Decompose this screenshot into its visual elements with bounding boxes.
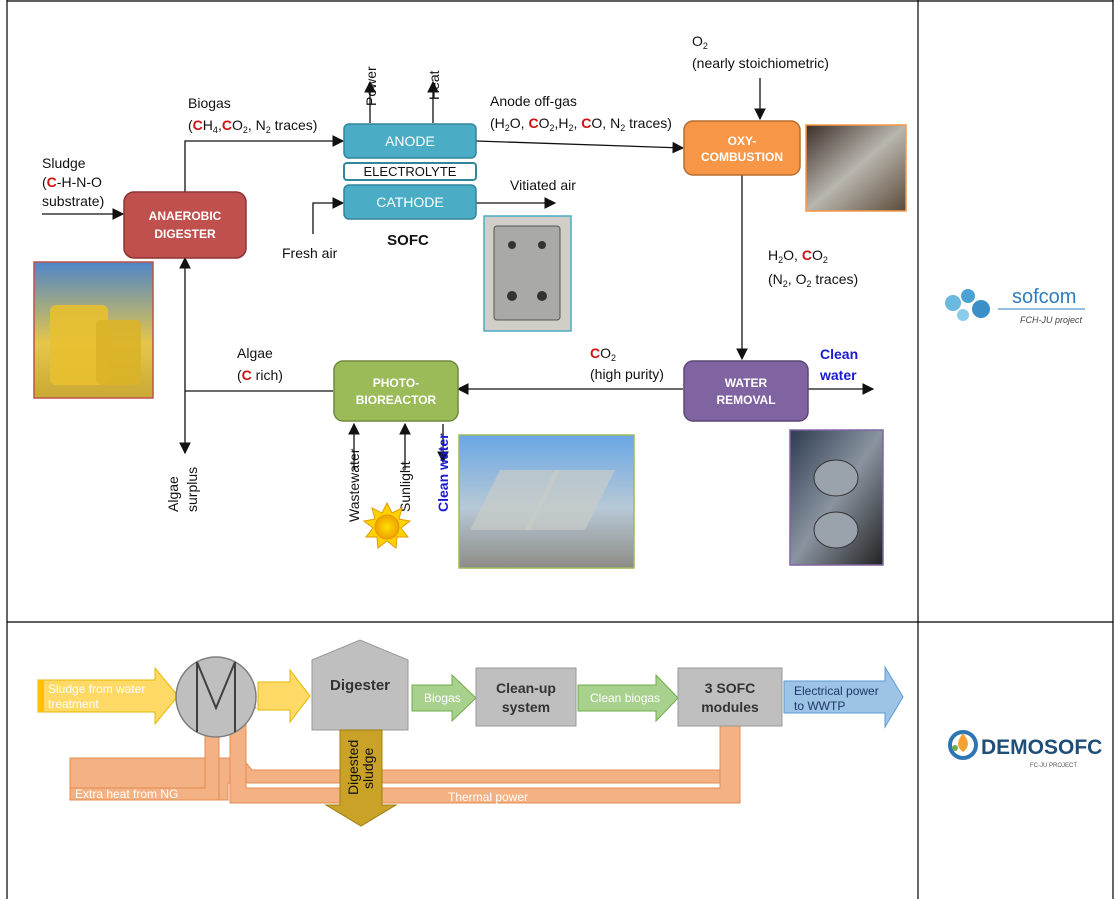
- fresh-air-label: Fresh air: [282, 245, 338, 261]
- svg-text:(C rich): (C rich): [237, 367, 283, 383]
- demosofc-logo-subtitle: FC-JU PROJECT: [1030, 763, 1077, 769]
- oxy-combustion-box: OXY- COMBUSTION: [683, 120, 801, 176]
- water-removal-line1: WATER: [725, 376, 768, 390]
- cleanup-line1: Clean-up: [496, 680, 556, 696]
- digested-sludge-line1: Digested: [345, 740, 361, 795]
- demosofc-logo: DEMOSOFC FC-JU PROJECT: [948, 730, 1102, 769]
- digested-sludge-line2: sludge: [360, 748, 376, 789]
- heat-label: Heat: [426, 70, 442, 100]
- power-label: Power: [363, 66, 379, 106]
- oxy-combustion-photo: [805, 124, 907, 212]
- extra-heat-label: Extra heat from NG: [75, 787, 178, 801]
- svg-text:water: water: [819, 367, 857, 383]
- sofcom-logo-text: sofcom: [1012, 286, 1076, 308]
- water-removal-box: WATER REMOVAL: [683, 360, 809, 422]
- water-removal-photo: [789, 429, 884, 566]
- sludge-from-line2: treatment: [48, 697, 99, 711]
- demosofc-logo-text: DEMOSOFC: [981, 736, 1102, 759]
- sun-icon: [362, 501, 412, 549]
- heat-exchanger: [175, 656, 257, 738]
- o2-label: O2 (nearly stoichiometric): [692, 33, 829, 71]
- svg-text:(high purity): (high purity): [590, 366, 664, 382]
- svg-text:Clean: Clean: [820, 346, 858, 362]
- top-flow-lines: [42, 78, 875, 470]
- sofc-modules-line2: modules: [701, 699, 759, 715]
- svg-text:CO2: CO2: [590, 345, 616, 363]
- cathode-label: CATHODE: [376, 194, 443, 210]
- sofc-modules-line1: 3 SOFC: [705, 680, 756, 696]
- clean-water-right-label: Clean water: [819, 346, 858, 383]
- svg-text:(H2O, CO2,H2, CO, N2 traces): (H2O, CO2,H2, CO, N2 traces): [490, 115, 672, 133]
- svg-text:Algae: Algae: [165, 476, 181, 512]
- digester-box: [311, 639, 409, 731]
- algae-label: Algae (C rich): [237, 345, 283, 383]
- biogas-label: Biogas (CH4,CO2, N2 traces): [188, 95, 317, 135]
- photo-line2: BIOREACTOR: [356, 393, 437, 407]
- svg-text:O2: O2: [692, 33, 708, 51]
- photo-line1: PHOTO-: [373, 376, 419, 390]
- anaerobic-line2: DIGESTER: [154, 227, 216, 241]
- svg-text:Biogas: Biogas: [188, 95, 231, 111]
- sludge-from-line1: Sludge from water: [48, 682, 145, 696]
- anaerobic-digester-box: ANAEROBIC DIGESTER: [123, 191, 247, 259]
- thermal-power-label: Thermal power: [448, 790, 528, 804]
- svg-text:substrate): substrate): [42, 193, 104, 209]
- wastewater-label: Wastewater: [346, 448, 362, 522]
- electrical-line1: Electrical power: [794, 684, 879, 698]
- table-frame: [6, 0, 1114, 899]
- sofc-stack: ANODE ELECTROLYTE CATHODE SOFC: [343, 123, 477, 249]
- svg-text:Sludge: Sludge: [42, 155, 86, 171]
- sofcom-logo-subtitle: FCH-JU project: [1020, 315, 1083, 325]
- electrical-line2: to WWTP: [794, 699, 845, 713]
- bottom-diagram: Extra heat from NG Thermal power Sludge …: [37, 639, 904, 827]
- cleanup-line2: system: [502, 699, 550, 715]
- photobioreactor-box: PHOTO- BIOREACTOR: [333, 360, 459, 422]
- svg-text:(CH4,CO2, N2 traces): (CH4,CO2, N2 traces): [188, 117, 317, 135]
- cleanup-box: [475, 667, 577, 727]
- sofc-label: SOFC: [387, 232, 429, 249]
- algae-surplus-label: Algae surplus: [165, 467, 200, 512]
- svg-text:surplus: surplus: [184, 467, 200, 512]
- svg-text:Anode off-gas: Anode off-gas: [490, 93, 577, 109]
- digested-sludge-arrow: [324, 729, 398, 827]
- anode-offgas-label: Anode off-gas (H2O, CO2,H2, CO, N2 trace…: [490, 93, 672, 133]
- sofc-photo: [483, 215, 572, 332]
- anaerobic-line1: ANAEROBIC: [149, 209, 222, 223]
- vitiated-air-label: Vitiated air: [510, 177, 576, 193]
- h2o-co2-label: H2O, CO2 (N2, O2 traces): [768, 247, 858, 289]
- clean-biogas-label: Clean biogas: [590, 691, 660, 705]
- biogas-arrow-label: Biogas: [424, 691, 461, 705]
- svg-text:(N2, O2 traces): (N2, O2 traces): [768, 271, 858, 289]
- digester-photo: [33, 261, 154, 399]
- electrolyte-label: ELECTROLYTE: [364, 164, 457, 179]
- sludge-label: Sludge (C-H-N-O substrate): [42, 155, 104, 209]
- sofc-modules-box: [677, 667, 783, 727]
- water-removal-line2: REMOVAL: [716, 393, 775, 407]
- svg-text:(nearly stoichiometric): (nearly stoichiometric): [692, 55, 829, 71]
- svg-text:Algae: Algae: [237, 345, 273, 361]
- clean-water-bottom-label: Clean water: [435, 433, 451, 512]
- anode-label: ANODE: [385, 133, 435, 149]
- photobioreactor-photo: [458, 434, 635, 569]
- oxy-line2: COMBUSTION: [701, 150, 783, 164]
- sunlight-label: Sunlight: [397, 461, 413, 512]
- co2-high-purity-label: CO2 (high purity): [590, 345, 664, 382]
- oxy-line1: OXY-: [728, 134, 757, 148]
- svg-text:H2O, CO2: H2O, CO2: [768, 247, 828, 265]
- digester-label: Digester: [330, 677, 390, 694]
- sofcom-logo: sofcom FCH-JU project: [945, 286, 1085, 325]
- svg-text:(C-H-N-O: (C-H-N-O: [42, 174, 102, 190]
